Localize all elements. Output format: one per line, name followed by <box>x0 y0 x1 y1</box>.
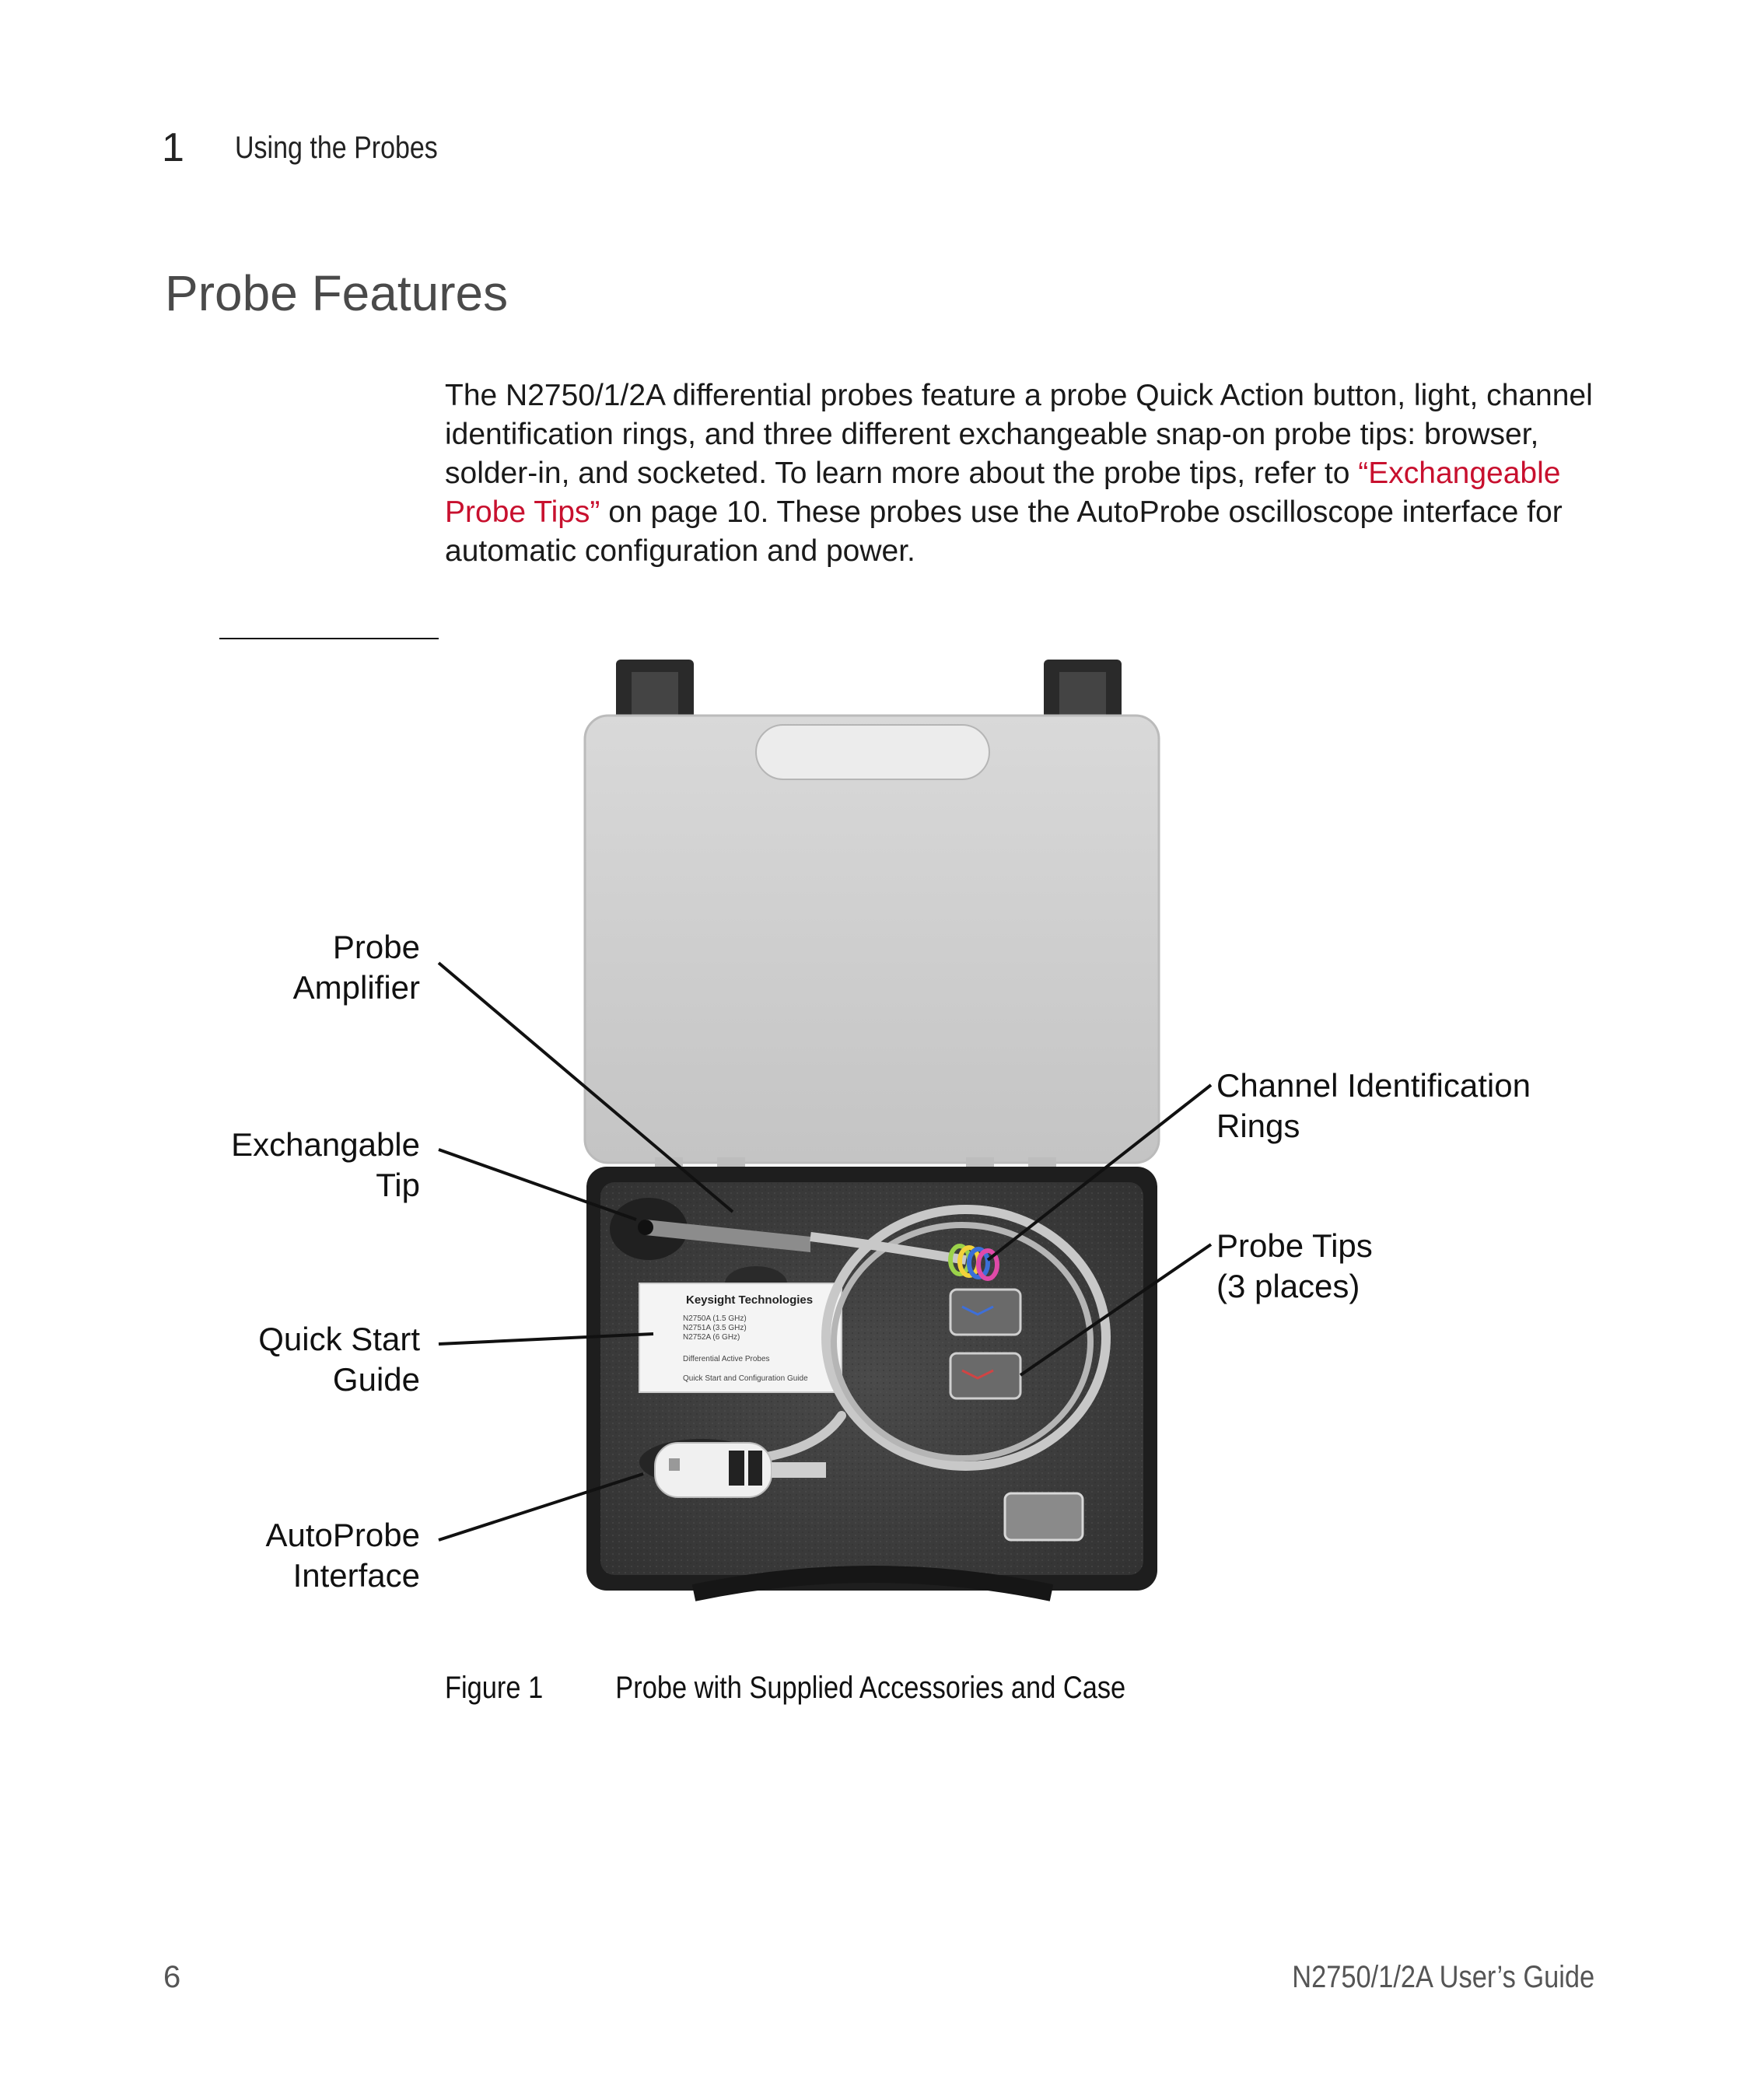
probe-amplifier <box>638 1220 967 1265</box>
callout-channel-rings-line1: Channel Identification <box>1216 1067 1531 1104</box>
autoprobe-interface <box>654 1442 826 1498</box>
callout-probe-tips-line2: (3 places) <box>1216 1268 1360 1304</box>
case-lid <box>583 714 1160 1164</box>
guide-product: Differential Active Probes <box>683 1355 770 1363</box>
callout-leaders <box>437 961 1213 1542</box>
guide-model-1: N2750A (1.5 GHz) <box>683 1314 747 1323</box>
intro-text-after: on page 10. These probes use the AutoPro… <box>445 495 1563 568</box>
callout-probe-amplifier-line1: Probe <box>333 929 420 965</box>
callout-exchangable-tip-line2: Tip <box>376 1167 420 1203</box>
intro-text-before: The N2750/1/2A differential probes featu… <box>445 379 1593 490</box>
figure-caption: Figure 1 Probe with Supplied Accessories … <box>445 1671 1125 1706</box>
callout-probe-amplifier-line2: Amplifier <box>293 969 420 1006</box>
exchangeable-probe-tips-link[interactable]: “Exchangeable Probe Tips” <box>445 457 1561 529</box>
probe-tip-box-1 <box>949 1288 1022 1336</box>
guide-subtitle: Quick Start and Configuration Guide <box>683 1374 808 1383</box>
channel-identification-rings <box>948 1244 999 1281</box>
probe-tip-box-2 <box>949 1352 1022 1400</box>
callout-channel-rings-line2: Rings <box>1216 1108 1300 1144</box>
callout-quick-start-guide-line1: Quick Start <box>258 1321 420 1357</box>
footer-guide-title: N2750/1/2A User’s Guide <box>1292 1960 1594 1994</box>
guide-model-2: N2751A (3.5 GHz) <box>683 1324 747 1332</box>
probe-cable <box>697 1205 1111 1471</box>
chapter-title: Using the Probes <box>235 131 438 165</box>
callout-autoprobe-interface-line2: Interface <box>293 1557 420 1594</box>
callout-exchangable-tip-line1: Exchangable <box>231 1126 420 1163</box>
quick-start-guide-card: Keysight Technologies N2750A (1.5 GHz) N… <box>639 1283 842 1393</box>
probe-tip-box-3 <box>1003 1492 1084 1542</box>
callout-probe-tips-line1: Probe Tips <box>1216 1227 1373 1264</box>
intro-paragraph: The N2750/1/2A differential probes featu… <box>445 376 1612 571</box>
probe-case-figure: Keysight Technologies N2750A (1.5 GHz) N… <box>219 638 1531 1601</box>
figure-label: Figure 1 <box>445 1671 544 1705</box>
footer-page-number: 6 <box>163 1960 181 1994</box>
guide-model-3: N2752A (6 GHz) <box>683 1333 740 1342</box>
callout-quick-start-guide-line2: Guide <box>333 1361 420 1398</box>
chapter-number: 1 <box>162 125 184 170</box>
section-title: Probe Features <box>165 265 509 321</box>
callout-autoprobe-interface-line1: AutoProbe <box>266 1517 420 1553</box>
guide-brand: Keysight Technologies <box>686 1293 813 1307</box>
figure-caption-text: Probe with Supplied Accessories and Case <box>615 1671 1126 1705</box>
